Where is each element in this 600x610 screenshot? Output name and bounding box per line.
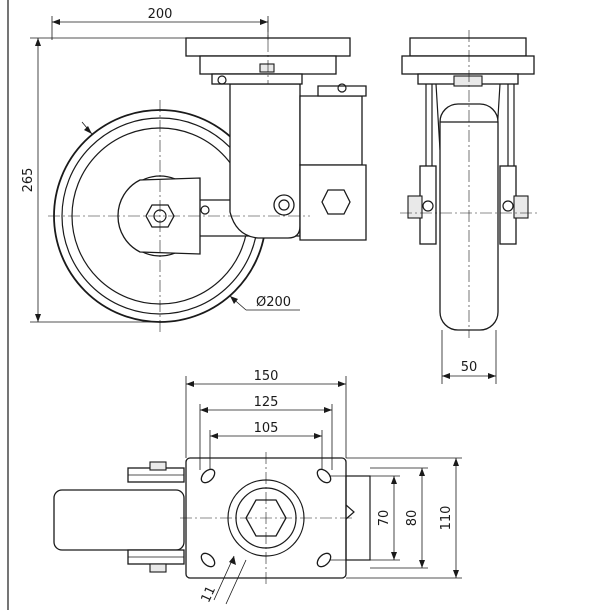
front-left-axle: [422, 200, 434, 212]
dim-200-arrow-right: [260, 19, 268, 25]
dim-150-arrow-left: [186, 381, 194, 387]
dim-200-arrow-left: [52, 19, 60, 25]
front-right-bolt: [513, 195, 529, 219]
dim-110-arrow-top: [453, 458, 459, 466]
top-wheel-profile: [53, 489, 185, 551]
dim-label-105: 105: [254, 421, 279, 436]
front-view: 50: [400, 30, 540, 384]
plate-base: [211, 73, 303, 85]
dim-70-arrow-top: [391, 476, 397, 484]
dim-150-arrow-right: [338, 381, 346, 387]
pivot-bolt-head: [273, 194, 295, 216]
kingpin-nut: [259, 63, 275, 73]
dim-50-arrow-right: [488, 373, 496, 379]
front-plate-flange: [401, 55, 535, 75]
dim-110-arrow-bottom: [453, 570, 459, 578]
dim-70-arrow-bottom: [391, 552, 397, 560]
suspension-block: [299, 95, 363, 166]
spring-cap: [317, 85, 367, 97]
bracket-nut: [321, 189, 351, 215]
dim-125-arrow-left: [200, 407, 208, 413]
dim-label-11: 11: [199, 584, 220, 605]
dia-arrow-bottom: [230, 296, 238, 304]
front-fork-legs: [425, 84, 515, 236]
dim-11-leader-2: [225, 559, 247, 605]
front-right-axle: [502, 200, 514, 212]
bolt-hole-top-right: [316, 468, 332, 484]
dim-80-arrow-top: [419, 468, 425, 476]
dim-label-150: 150: [254, 369, 279, 384]
dim-label-200: 200: [148, 7, 173, 22]
fork-housing: [229, 83, 301, 239]
bolt-hole-top-left: [200, 468, 216, 484]
pivot-bolt: [278, 199, 290, 211]
arm-hole: [200, 205, 210, 215]
dim-105-arrow-left: [210, 433, 218, 439]
top-upper-nut: [149, 461, 167, 471]
dim-80-arrow-bottom: [419, 560, 425, 568]
top-grease-nipple: [345, 504, 355, 520]
dim-label-70: 70: [377, 510, 392, 527]
dim-125-arrow-right: [324, 407, 332, 413]
dim-label-80: 80: [405, 510, 420, 527]
side-screw: [217, 75, 227, 85]
dim-11-leader: [213, 555, 235, 601]
dim-label-50: 50: [461, 360, 478, 375]
top-view: 150 125 105 70 80 110: [53, 369, 462, 605]
bolt-hole-bottom-right: [316, 552, 332, 568]
grease-nipple: [337, 83, 347, 93]
bolt-hole-bottom-left: [200, 552, 216, 568]
dim-11-arrow: [229, 556, 236, 565]
dia-arrow-top: [84, 126, 92, 134]
dim-265-arrow-top: [35, 38, 41, 46]
dim-label-265: 265: [21, 168, 36, 193]
front-top-plate: [409, 37, 527, 57]
side-view: 200 265 Ø200: [21, 7, 367, 335]
dim-105-arrow-right: [314, 433, 322, 439]
dim-label-125: 125: [254, 395, 279, 410]
dim-label-diameter: Ø200: [256, 295, 291, 310]
front-left-bolt: [407, 195, 423, 219]
dim-265-arrow-bottom: [35, 314, 41, 322]
dim-label-110: 110: [439, 506, 454, 531]
dim-50-arrow-left: [442, 373, 450, 379]
top-lower-nut: [149, 563, 167, 573]
front-kingpin-nut: [453, 75, 483, 87]
